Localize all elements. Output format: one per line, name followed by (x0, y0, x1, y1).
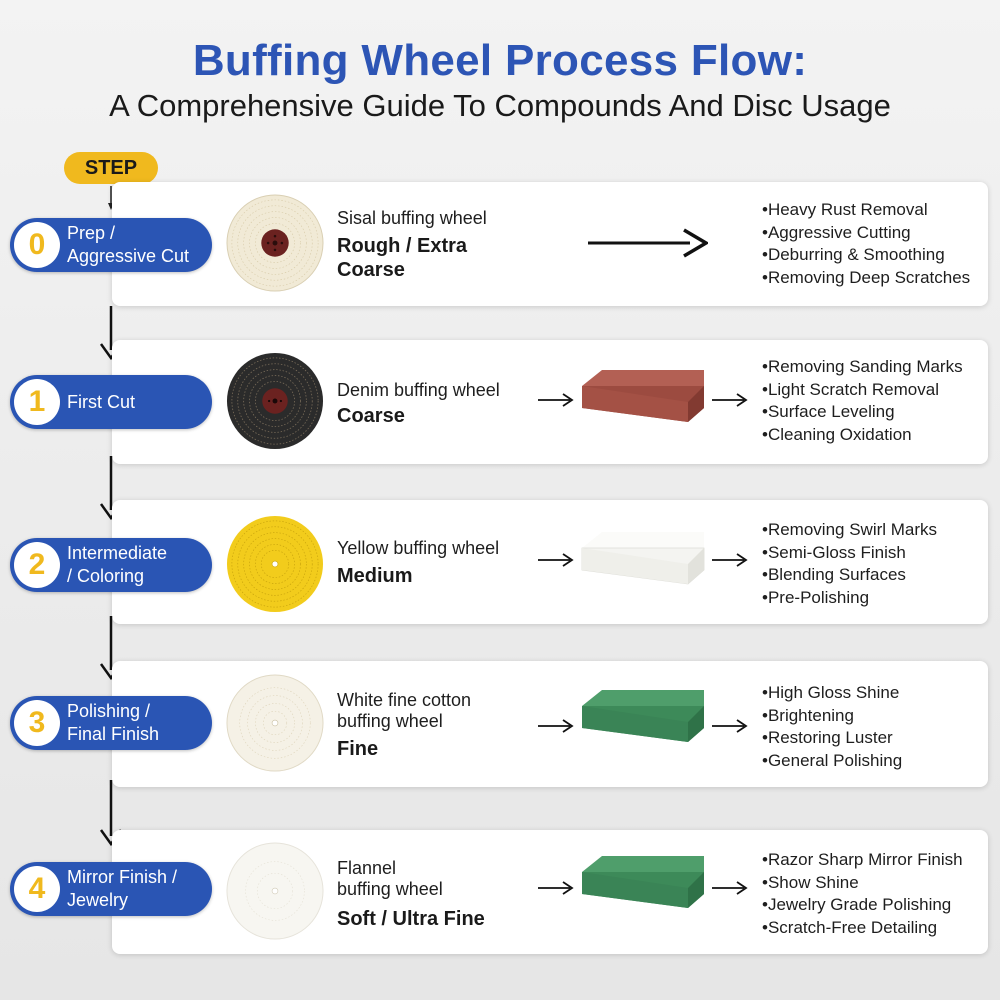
use-item: •Removing Deep Scratches (762, 267, 971, 287)
wheel-grade: Fine (337, 738, 379, 760)
white-compound-bar-icon (581, 532, 705, 585)
right-arrow-icon (712, 881, 748, 895)
right-arrow-icon (538, 393, 574, 407)
right-arrow-icon (538, 881, 574, 895)
step-label: Mirror Finish /Jewelry (67, 867, 178, 910)
use-item: •Aggressive Cutting (762, 222, 911, 242)
use-item: •High Gloss Shine (762, 683, 900, 702)
white-cotton-wheel-icon (226, 674, 324, 772)
wheel-grade: Coarse (337, 405, 405, 427)
use-item: •Blending Surfaces (762, 565, 906, 585)
step-label: Intermediate/ Coloring (67, 543, 168, 586)
right-arrow-icon (712, 719, 748, 733)
step-number: 0 (14, 222, 60, 268)
use-item: •Pre-Polishing (762, 587, 870, 607)
use-item: •Heavy Rust Removal (762, 200, 928, 219)
use-item: •Scratch-Free Detailing (762, 917, 938, 937)
use-item: •Restoring Luster (762, 728, 893, 748)
use-item: •Light Scratch Removal (762, 379, 939, 399)
wheel-grade: Soft / Ultra Fine (337, 908, 485, 930)
step-number: 3 (14, 700, 60, 746)
step-label: Polishing /Final Finish (67, 701, 160, 744)
use-item: •Deburring & Smoothing (762, 245, 945, 265)
step-number: 2 (14, 542, 60, 588)
use-list: •High Gloss Shine •Brightening •Restorin… (762, 682, 902, 772)
green-compound-bar-icon (582, 690, 704, 742)
page-title: Buffing Wheel Process Flow: (192, 36, 808, 85)
use-list: •Heavy Rust Removal •Aggressive Cutting … (762, 199, 970, 289)
sisal-wheel-icon (226, 194, 324, 292)
denim-wheel-icon (226, 352, 324, 450)
step-number: 4 (14, 866, 60, 912)
step-badge: STEP (64, 152, 158, 184)
step-0-pill: 0 Prep /Aggressive Cut (10, 218, 212, 272)
page-subtitle: A Comprehensive Guide To Compounds And D… (109, 88, 891, 123)
step-3-pill: 3 Polishing /Final Finish (10, 696, 212, 750)
step-number: 1 (14, 379, 60, 425)
use-item: •Removing Swirl Marks (762, 520, 938, 539)
right-arrow-icon (712, 553, 748, 567)
wheel-grade: Medium (337, 565, 413, 587)
use-list: •Removing Swirl Marks •Semi-Gloss Finish… (762, 519, 937, 609)
use-item: •Brightening (762, 705, 854, 725)
wheel-name: Yellow buffing wheel (337, 538, 500, 558)
step-4-pill: 4 Mirror Finish /Jewelry (10, 862, 212, 916)
right-arrow-icon (712, 393, 748, 407)
wheel-name: Sisal buffing wheel (337, 208, 487, 228)
green-compound-bar-icon (582, 856, 704, 908)
brown-compound-bar-icon (582, 370, 704, 422)
long-right-arrow-icon (588, 228, 708, 258)
use-item: •Semi-Gloss Finish (762, 542, 906, 562)
step-label: First Cut (67, 391, 136, 412)
step-label: Prep /Aggressive Cut (67, 223, 190, 266)
use-item: •General Polishing (762, 750, 903, 770)
use-list: •Razor Sharp Mirror Finish •Show Shine •… (762, 849, 963, 939)
use-item: •Cleaning Oxidation (762, 424, 912, 444)
use-item: •Removing Sanding Marks (762, 357, 963, 376)
use-item: •Jewelry Grade Polishing (762, 895, 952, 915)
flannel-wheel-icon (226, 842, 324, 940)
use-list: •Removing Sanding Marks •Light Scratch R… (762, 356, 963, 446)
use-item: •Show Shine (762, 872, 859, 892)
step-2-pill: 2 Intermediate/ Coloring (10, 538, 212, 592)
wheel-name: Denim buffing wheel (337, 380, 500, 400)
right-arrow-icon (538, 719, 574, 733)
right-arrow-icon (538, 553, 574, 567)
step-1-pill: 1 First Cut (10, 375, 212, 429)
use-item: •Razor Sharp Mirror Finish (762, 850, 963, 869)
yellow-wheel-icon (226, 515, 324, 613)
use-item: •Surface Leveling (762, 402, 895, 422)
